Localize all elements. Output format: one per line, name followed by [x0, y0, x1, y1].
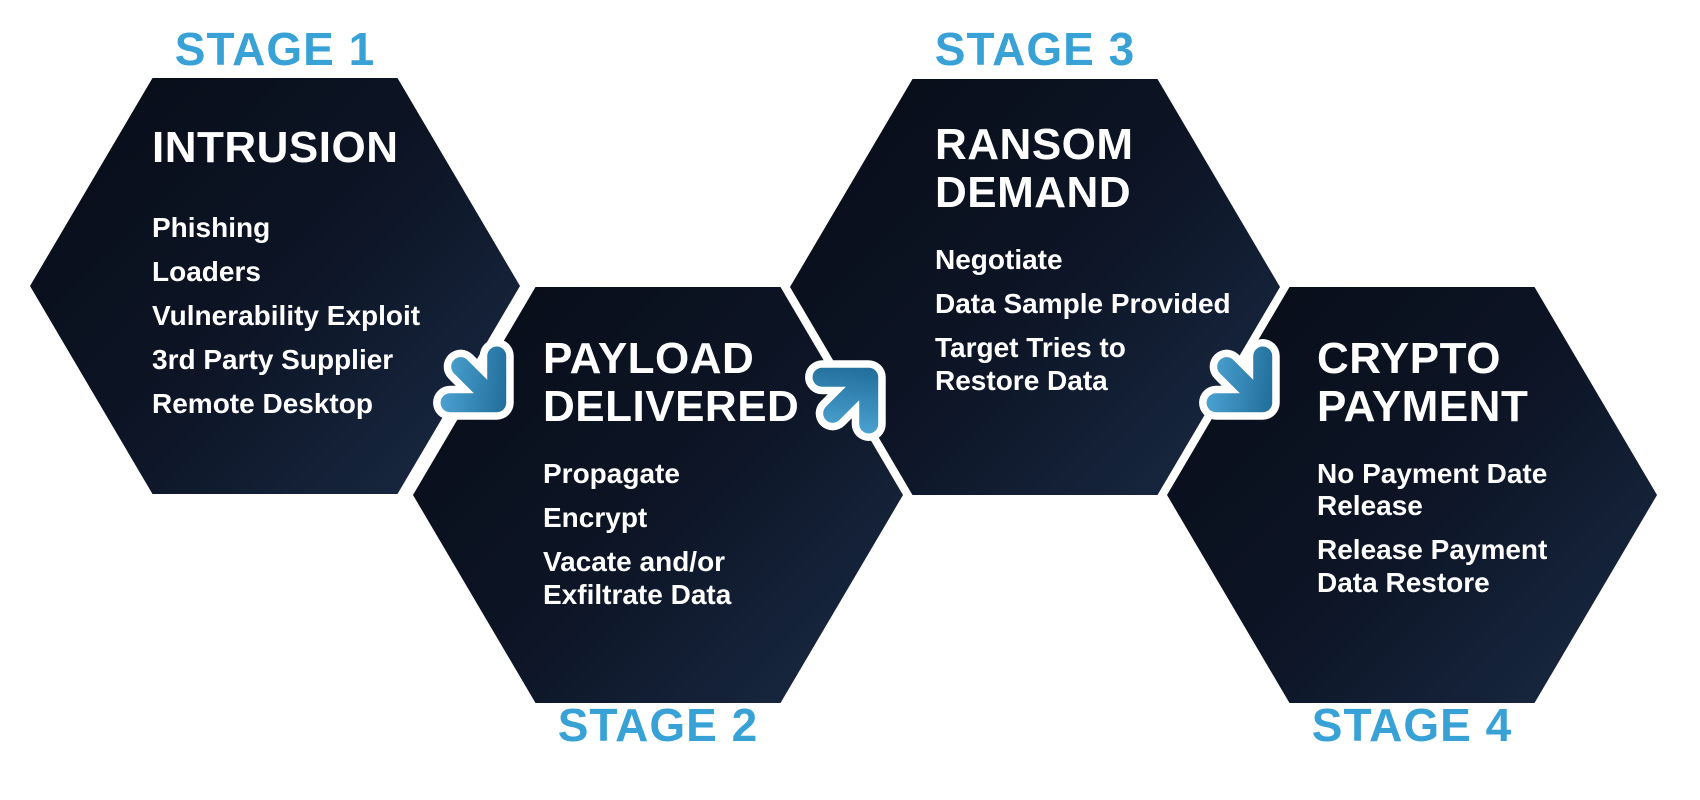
stage-4-list: No Payment Date Release Release Payment …	[1317, 458, 1547, 599]
stage-2-title: PAYLOAD DELIVERED	[543, 334, 800, 431]
stage-3-label: STAGE 3	[934, 23, 1136, 75]
list-item: Propagate	[543, 458, 680, 490]
list-item: Negotiate	[935, 244, 1063, 276]
list-item: Loaders	[152, 255, 261, 287]
list-item: Vacate and/or Exfiltrate Data	[543, 546, 732, 610]
list-item: 3rd Party Supplier	[152, 344, 394, 376]
stage-1-list: Phishing Loaders Vulnerability Exploit 3…	[152, 212, 420, 421]
list-item: Remote Desktop	[152, 388, 373, 420]
stage-2-label: STAGE 2	[557, 699, 759, 751]
list-item: No Payment Date Release	[1317, 458, 1548, 522]
list-item: Phishing	[152, 211, 271, 243]
stage-4-label: STAGE 4	[1311, 699, 1513, 751]
list-item: Release Payment Data Restore	[1317, 534, 1548, 598]
list-item: Target Tries to Restore Data	[935, 332, 1126, 396]
arrow-down-right-icon	[1199, 339, 1280, 420]
arrow-up-right-icon	[805, 360, 886, 441]
list-item: Data Sample Provided	[935, 288, 1231, 320]
list-item: Encrypt	[543, 502, 648, 534]
stage-3-title: RANSOM DEMAND	[935, 120, 1134, 217]
stage-1-label: STAGE 1	[174, 23, 376, 75]
list-item: Vulnerability Exploit	[152, 299, 421, 331]
stage-4-title: CRYPTO PAYMENT	[1317, 334, 1529, 431]
arrow-down-right-icon	[433, 339, 514, 420]
stage-3-list: Negotiate Data Sample Provided Target Tr…	[935, 244, 1231, 397]
stage-2-list: Propagate Encrypt Vacate and/or Exfiltra…	[543, 458, 799, 611]
stage-1-title: INTRUSION	[152, 123, 399, 172]
